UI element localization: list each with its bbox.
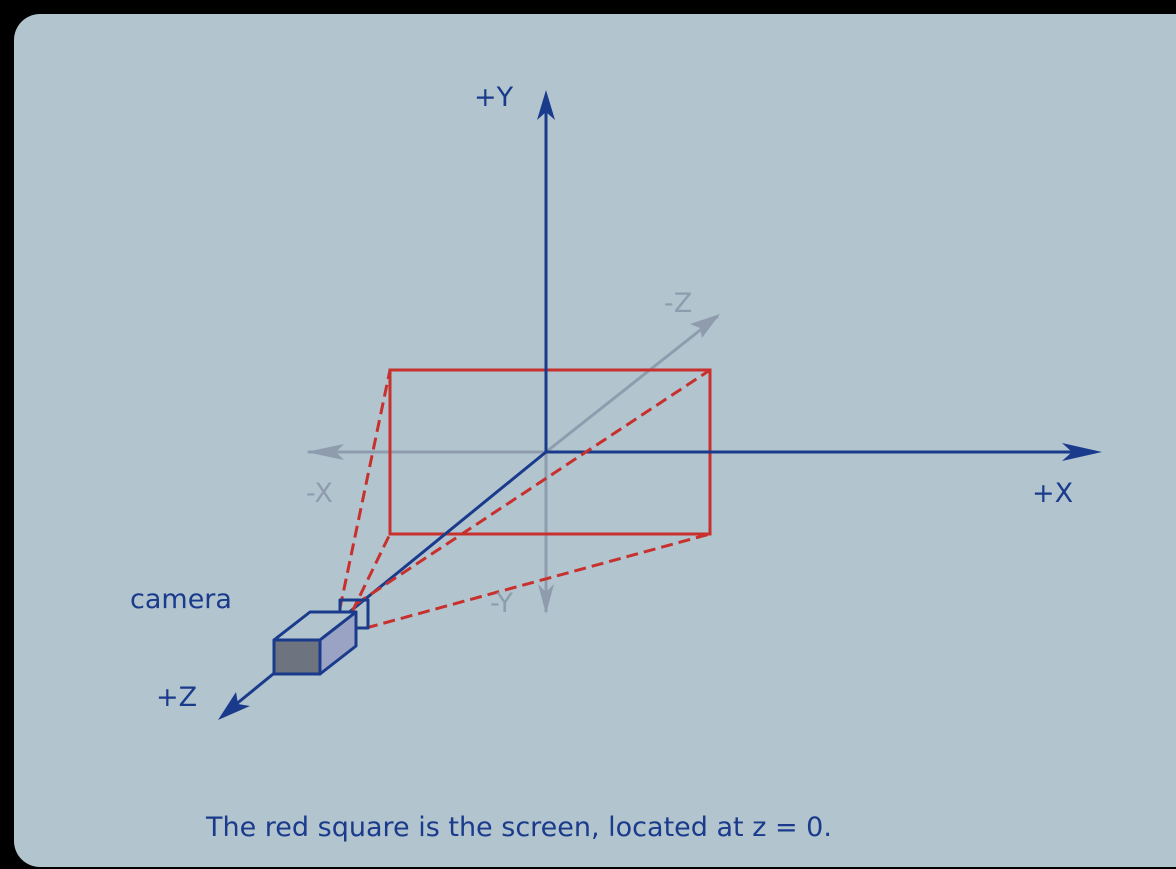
pos-x-label: +X: [1032, 478, 1073, 509]
pos-z-axis: [223, 450, 547, 716]
pos-y-arrowhead: [537, 90, 555, 120]
negative-axes: [306, 314, 720, 614]
camera-box: [272, 598, 370, 676]
pos-x-arrowhead: [1062, 443, 1102, 461]
neg-y-arrowhead: [538, 584, 554, 614]
projection-line-bottom-right: [365, 532, 711, 630]
projection-line-top-right: [355, 368, 711, 606]
pos-y-label: +Y: [474, 82, 514, 113]
projection-line-top-left: [338, 369, 392, 609]
camera-label: camera: [130, 584, 232, 615]
pos-z-arrowhead: [218, 692, 250, 720]
projection-lines: [338, 368, 711, 630]
caption: The red square is the screen, located at…: [205, 812, 832, 843]
neg-y-label: -Y: [490, 588, 514, 619]
neg-z-axis: [545, 314, 719, 454]
axis-labels: +Y +X +Z -X -Y -Z: [156, 82, 1073, 713]
projection-line-bottom-left: [350, 533, 392, 613]
camera-front-face: [272, 638, 322, 676]
neg-x-label: -X: [306, 478, 333, 509]
diagram-panel: [14, 14, 1176, 867]
pos-z-label: +Z: [156, 682, 197, 713]
neg-z-arrowhead: [690, 314, 720, 338]
neg-z-label: -Z: [664, 288, 692, 319]
neg-x-arrowhead: [306, 444, 344, 460]
